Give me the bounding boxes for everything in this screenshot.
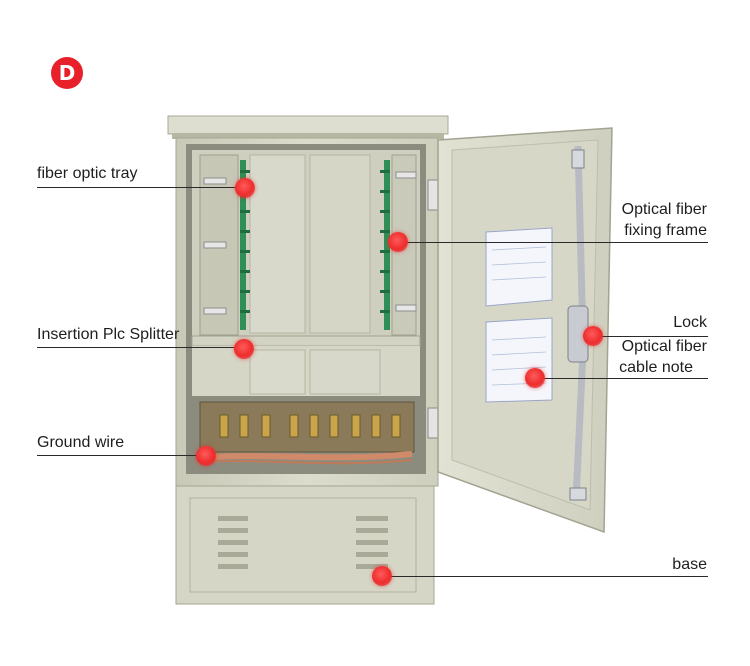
door-note-lower: [485, 317, 553, 403]
marker-base: [372, 566, 392, 586]
label-base: base: [672, 556, 707, 573]
marker-fiber-optic-tray: [235, 178, 255, 198]
leader-line-ground-wire: [37, 455, 207, 456]
leader-line-fixing-frame: [398, 242, 708, 243]
leader-line-base: [382, 576, 708, 577]
marker-ground-wire: [196, 446, 216, 466]
marker-fixing-frame: [388, 232, 408, 252]
label-optical-fiber-cable-note-line1: Optical fiber: [621, 338, 707, 355]
label-optical-fiber-cable-note-line2: cable note: [619, 359, 693, 376]
label-lock: Lock: [673, 314, 707, 331]
door-note-upper: [485, 227, 553, 307]
marker-insertion-plc-splitter: [234, 339, 254, 359]
leader-line-lock: [592, 336, 708, 337]
cabinet-roof: [167, 115, 449, 135]
label-optical-fiber-fixing-frame-line1: Optical fiber: [621, 201, 707, 218]
leader-line-fiber-optic-tray: [37, 187, 245, 188]
leader-line-insertion-plc-splitter: [37, 347, 245, 348]
plc-splitter-rail: [191, 335, 421, 347]
marker-lock: [583, 326, 603, 346]
ground-bar-panel: [199, 401, 415, 453]
label-ground-wire: Ground wire: [37, 434, 125, 451]
label-insertion-plc-splitter: Insertion Plc Splitter: [37, 326, 180, 343]
marker-cable-note: [525, 368, 545, 388]
ground-wire: [199, 451, 413, 461]
section-badge: D: [51, 57, 83, 89]
leader-line-cable-note: [536, 378, 708, 379]
label-fiber-optic-tray: fiber optic tray: [37, 165, 138, 182]
label-optical-fiber-fixing-frame-line2: fixing frame: [624, 222, 707, 239]
cabinet-base: [175, 485, 435, 605]
